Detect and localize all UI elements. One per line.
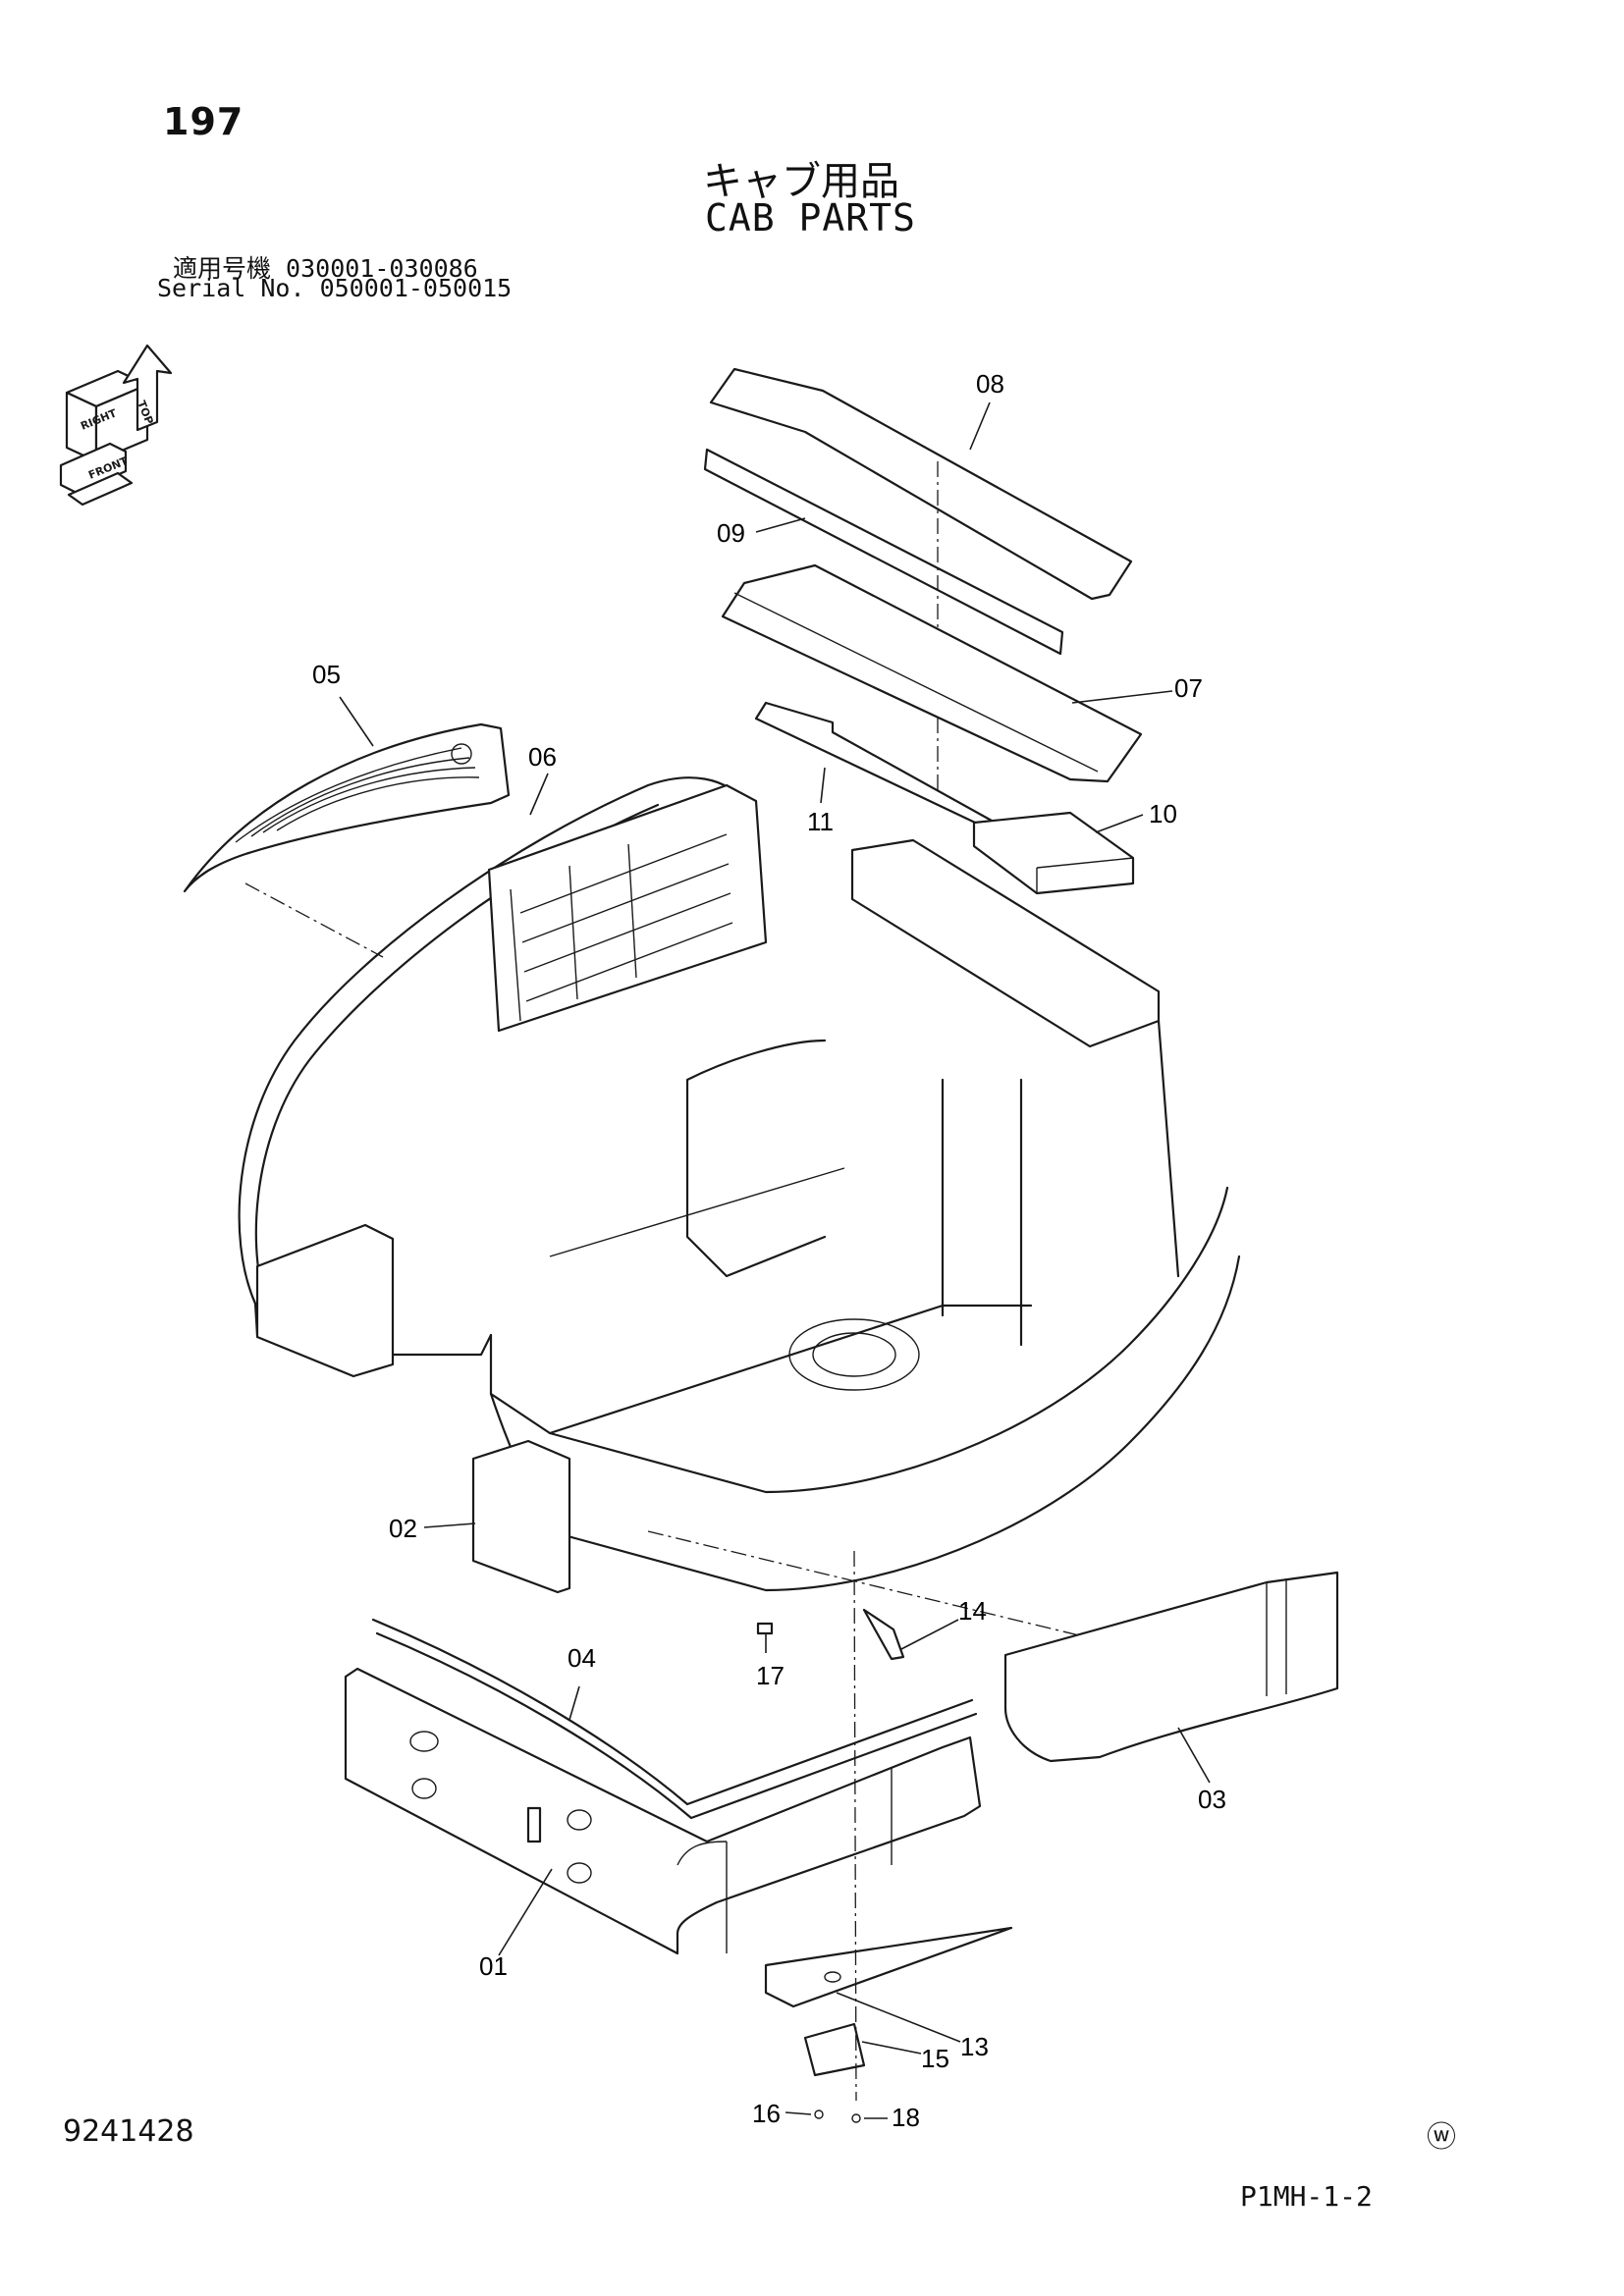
upper-frame-body — [238, 776, 1241, 1670]
part-10-block — [972, 811, 1135, 895]
part-05-grille — [183, 722, 511, 958]
callout-15: 15 — [921, 2044, 949, 2073]
part-08-cover-plate — [703, 367, 1133, 805]
callout-09: 09 — [717, 518, 745, 548]
callout-03: 03 — [1198, 1785, 1226, 1814]
page-title: CAB PARTS — [705, 196, 916, 240]
page-number: 197 — [163, 100, 244, 143]
callout-16: 16 — [752, 2099, 781, 2128]
serial-number-line: Serial No. 050001-050015 — [157, 274, 513, 302]
part-13-bracket — [764, 1926, 1013, 2008]
part-03-cover — [1003, 1571, 1339, 1763]
catalog-code: 9241428 — [63, 2114, 194, 2149]
part-16-bolt — [814, 2109, 824, 2119]
callout-04: 04 — [568, 1643, 596, 1673]
part-15-plate — [803, 2022, 866, 2077]
callout-06: 06 — [528, 742, 557, 772]
callout-02: 02 — [389, 1514, 417, 1543]
part-18-bolt — [851, 2113, 861, 2123]
drawing-id: P1MH-1-2 — [1240, 2180, 1373, 2213]
callout-01: 01 — [479, 1951, 508, 1981]
callout-14: 14 — [958, 1596, 987, 1626]
callout-18: 18 — [892, 2103, 920, 2132]
part-02-pad — [471, 1439, 571, 1594]
callout-05: 05 — [312, 660, 341, 689]
callout-08: 08 — [976, 369, 1004, 399]
applicable-model-line: 適用号機 030001-030086 — [173, 254, 478, 283]
callout-11: 11 — [807, 807, 834, 836]
part-14-bracket — [862, 1608, 905, 1661]
callout-07: 07 — [1174, 673, 1203, 703]
footer-mark: ⓦ — [1427, 2120, 1456, 2155]
orientation-cube-icon: RIGHT TOP FRONT — [59, 344, 173, 507]
part-17-clip — [756, 1622, 774, 1635]
callout-17: 17 — [756, 1661, 785, 1690]
part-01-counterweight — [344, 1667, 982, 1955]
leader-lines — [339, 401, 1211, 2119]
part-07-cover-plate — [721, 563, 1143, 832]
callout-10: 10 — [1149, 799, 1177, 828]
part-04-strip — [371, 1618, 978, 1820]
callout-13: 13 — [960, 2032, 989, 2061]
page-title-japanese: キャブ用品 — [703, 159, 899, 204]
